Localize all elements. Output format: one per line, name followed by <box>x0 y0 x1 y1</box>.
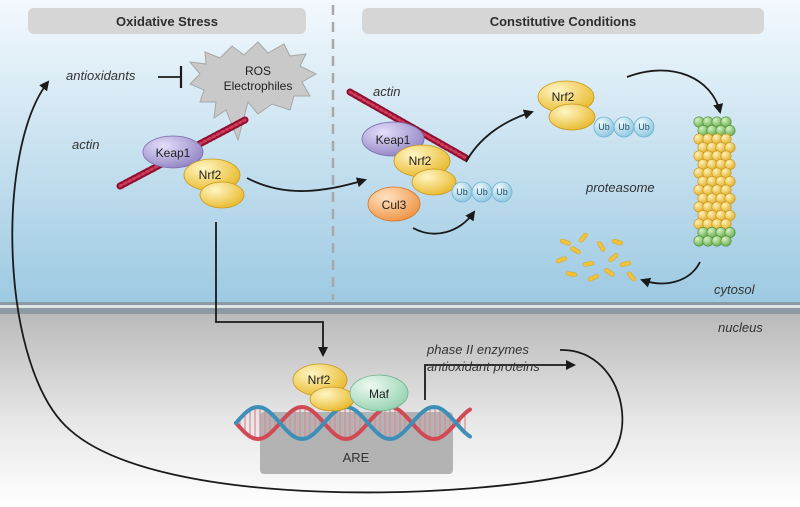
antioxidant-proteins-label: antioxidant proteins <box>427 359 540 374</box>
nrf2-label-ub: Nrf2 <box>552 90 575 104</box>
are-label: ARE <box>343 450 370 465</box>
peptide-fragment <box>588 274 599 282</box>
arrow-ubiquitination <box>412 210 476 235</box>
header-constitutive-conditions-label: Constitutive Conditions <box>490 14 637 29</box>
peptide-fragment <box>565 271 578 277</box>
electrophiles-label: Electrophiles <box>224 79 293 93</box>
peptide-fragment <box>555 256 568 264</box>
arrow-to-degradation <box>640 261 701 288</box>
peptide-fragment <box>559 238 572 246</box>
ubiquitin-chain-top: Ub Ub Ub <box>593 116 655 138</box>
dna-double-helix <box>234 404 472 442</box>
keap1-label-left: Keap1 <box>156 146 191 160</box>
ub-label: Ub <box>476 187 488 197</box>
arrow-transcription <box>424 360 576 400</box>
peptide-fragment <box>611 238 624 246</box>
dna-strand-blue <box>234 404 472 442</box>
maf-label: Maf <box>369 387 390 401</box>
peptide-fragment <box>597 241 606 252</box>
arrow-to-ub-nrf2 <box>465 109 534 163</box>
keap1-label-right: Keap1 <box>376 133 411 147</box>
dna-strand-red <box>234 404 472 442</box>
peptide-fragments <box>555 232 636 282</box>
phase2-enzymes-label: phase II enzymes <box>426 342 529 357</box>
arrow-to-proteasome <box>626 69 724 114</box>
header-constitutive-conditions: Constitutive Conditions <box>362 8 764 34</box>
arrow-to-constitutive <box>246 177 367 192</box>
ubiquitin-chain-right: Ub Ub Ub <box>451 181 513 203</box>
proteasome-complex <box>693 116 736 247</box>
peptide-fragment <box>578 232 588 243</box>
arrow-feedback-antioxidants <box>11 80 624 494</box>
ub-label: Ub <box>598 122 610 132</box>
peptide-fragment <box>570 246 581 255</box>
arrow-nrf2-translocation <box>215 222 328 357</box>
keap1-protein-left <box>142 135 204 169</box>
ub-label: Ub <box>638 122 650 132</box>
header-oxidative-stress-label: Oxidative Stress <box>116 14 218 29</box>
cytosol-label: cytosol <box>714 282 756 297</box>
nrf2-label-nucleus: Nrf2 <box>308 373 331 387</box>
peptide-fragment <box>608 253 619 263</box>
ub-label: Ub <box>496 187 508 197</box>
peptide-fragment <box>619 260 632 268</box>
peptide-fragment <box>582 261 595 267</box>
nrf2-label-left: Nrf2 <box>199 168 222 182</box>
peptide-fragment <box>626 271 636 282</box>
nrf2-label-right: Nrf2 <box>409 154 432 168</box>
header-oxidative-stress: Oxidative Stress <box>28 8 306 34</box>
proteasome-cap-subunit <box>720 235 732 247</box>
peptide-fragment <box>604 268 615 277</box>
ub-label: Ub <box>456 187 468 197</box>
ub-label: Ub <box>618 122 630 132</box>
cul3-protein <box>367 186 421 222</box>
proteasome-label: proteasome <box>585 180 655 195</box>
actin-label-right: actin <box>373 84 400 99</box>
maf-protein <box>349 374 409 412</box>
antioxidants-label: antioxidants <box>66 68 136 83</box>
ros-electrophiles-burst: ROS Electrophiles <box>188 41 318 142</box>
ros-label: ROS <box>245 64 271 78</box>
cul3-label: Cul3 <box>382 198 407 212</box>
actin-label-left: actin <box>72 137 99 152</box>
nucleus-label: nucleus <box>718 320 763 335</box>
